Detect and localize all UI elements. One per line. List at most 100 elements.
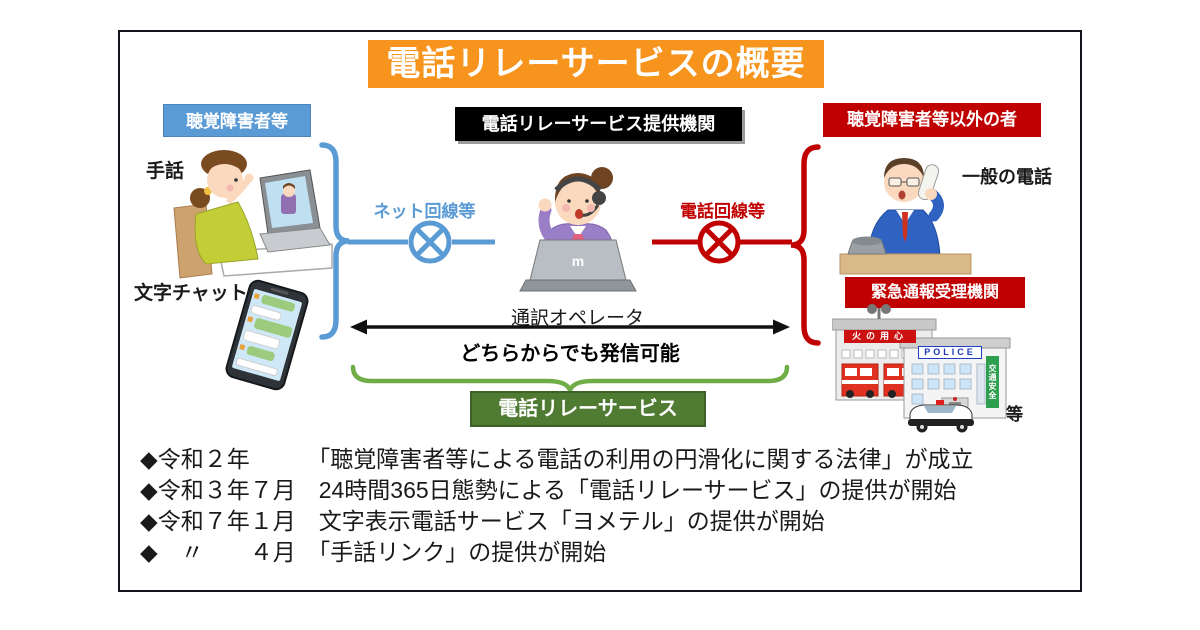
- laptop-keyboard: [259, 227, 331, 253]
- chat-bubble-green: [254, 318, 293, 338]
- desk-handset: [852, 236, 882, 246]
- window: [877, 349, 887, 359]
- x-stroke: [414, 226, 446, 258]
- glasses-left: [888, 177, 902, 187]
- net-line-label: ネット回線等: [373, 202, 476, 221]
- window: [853, 349, 863, 359]
- onscreen-operator-face: [283, 185, 295, 197]
- arrowhead-left: [350, 319, 367, 335]
- timeline-item: ◆ 〃 ４月 「手話リンク」の提供が開始: [140, 539, 607, 565]
- truck-window: [887, 368, 899, 376]
- mouth: [898, 190, 906, 200]
- laptop-logo: m: [572, 253, 584, 269]
- operator-label: 通訳オペレータ: [510, 308, 644, 329]
- hair: [884, 158, 924, 178]
- net-line-circuit-icon: [348, 220, 495, 264]
- window: [865, 349, 875, 359]
- chat-avatar: [239, 344, 246, 351]
- window: [841, 349, 851, 359]
- hand: [925, 188, 937, 200]
- mouth: [575, 209, 583, 219]
- provider-label: 電話リレーサービス提供機関: [455, 107, 742, 141]
- truck-window: [860, 368, 872, 376]
- phone-line-label: 電話回線等: [680, 202, 765, 221]
- x-stroke: [703, 226, 735, 258]
- chat-bubble-white: [243, 330, 280, 350]
- police-car-light: [936, 400, 944, 405]
- raised-arm: [538, 204, 558, 246]
- headset-earpiece: [592, 191, 606, 205]
- phone-speaker: [270, 287, 289, 295]
- window: [911, 393, 924, 405]
- relay-service-label: 電話リレーサービス: [470, 391, 706, 427]
- window: [927, 363, 940, 375]
- onscreen-operator-body: [281, 194, 296, 214]
- timeline-item: ◆令和２年 「聴覚障害者等による電話の利用の円滑化に関する法律」が成立: [140, 446, 974, 472]
- right-group-brace: [790, 144, 821, 346]
- chat-avatar: [247, 316, 254, 323]
- car-hub: [920, 425, 924, 429]
- eye: [567, 199, 571, 203]
- text-chat-label: 文字チャット: [134, 283, 248, 304]
- glasses-right: [906, 177, 920, 187]
- truck-wheel: [846, 390, 854, 398]
- chat-avatar: [253, 293, 260, 300]
- onscreen-operator-hair: [283, 183, 295, 189]
- desk: [839, 253, 972, 275]
- timeline-item: ◆令和７年１月 文字表示電話サービス「ヨメテル」の提供が開始: [140, 508, 825, 534]
- truck-stripe: [842, 380, 878, 384]
- entrance-lamp: [953, 397, 957, 401]
- truck-wheel: [888, 390, 896, 398]
- bidirectional-arrow: [350, 319, 790, 335]
- window-column: [976, 363, 986, 405]
- siren: [867, 304, 877, 314]
- bidirectional-label: どちらからでも発信可能: [460, 343, 680, 365]
- general-phone-label: 一般の電話: [962, 167, 1052, 187]
- fire-station-roof: [832, 318, 937, 331]
- sign-language-label: 手話: [146, 161, 185, 182]
- deaf-users-label: 聴覚障害者等: [163, 104, 311, 137]
- signing-hand: [244, 173, 254, 183]
- chat-bubble-green: [246, 345, 275, 361]
- signing-woman-illustration: [173, 150, 333, 279]
- shirt: [570, 226, 586, 238]
- green-shirt: [194, 201, 259, 265]
- laptop-base: [519, 279, 637, 292]
- timeline-item: ◆令和３年７月 24時間365日態勢による「電話リレーサービス」の提供が開始: [140, 477, 957, 503]
- window: [889, 349, 899, 359]
- police-car-window: [924, 406, 956, 413]
- car-hub: [960, 425, 964, 429]
- brace-path: [350, 364, 790, 391]
- chat-bubble-white: [250, 305, 282, 321]
- hearing-users-label: 聴覚障害者等以外の者: [823, 103, 1041, 137]
- window: [959, 363, 972, 375]
- window: [911, 363, 924, 375]
- operator-illustration: m: [519, 167, 637, 292]
- truck-window: [845, 368, 857, 376]
- headset-band: [554, 176, 602, 192]
- siren: [881, 304, 891, 314]
- blush: [226, 184, 234, 192]
- window: [943, 378, 956, 390]
- brace-path: [790, 144, 821, 346]
- eye: [585, 199, 589, 203]
- chat-input-bar: [235, 357, 278, 377]
- timeline-list: ◆令和２年 「聴覚障害者等による電話の利用の円滑化に関する法律」が成立 ◆令和３…: [140, 444, 1070, 568]
- fire-station-sign: 火の用心: [844, 330, 916, 343]
- window: [943, 363, 956, 375]
- chat-bubble-green: [261, 295, 296, 312]
- brace-path: [319, 142, 350, 340]
- face: [207, 162, 243, 198]
- phone-screen: [232, 289, 302, 381]
- raised-hand: [538, 198, 552, 212]
- police-station-sign: POLICE: [918, 346, 982, 359]
- window: [959, 378, 972, 390]
- smartphone-illustration: [223, 277, 311, 392]
- left-group-brace: [319, 142, 350, 340]
- page-title: 電話リレーサービスの概要: [368, 40, 824, 88]
- emergency-agencies-label: 緊急通報受理機関: [845, 277, 1025, 308]
- truck-wheel: [866, 390, 874, 398]
- phone-man-illustration: [839, 158, 972, 275]
- phone-handset: [917, 164, 940, 201]
